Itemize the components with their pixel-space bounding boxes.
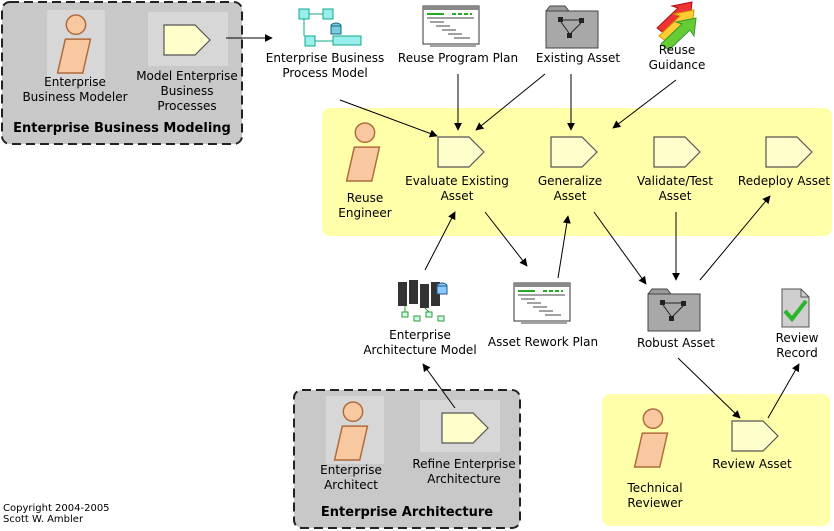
asset-rework-plan-label: Asset Rework Plan xyxy=(487,335,599,349)
enterprise-business-modeler-label: Enterprise Business Modeler xyxy=(22,75,128,104)
model-enterprise-business-processes-label: Model Enterprise Business Processes xyxy=(136,69,238,113)
enterprise-business-modeling-title: Enterprise Business Modeling xyxy=(13,121,231,136)
enterprise-business-process-model-label: Enterprise Business Process Model xyxy=(265,51,385,80)
enterprise-architect-label: Enterprise Architect xyxy=(320,463,382,492)
review-record-label: Review Record xyxy=(775,331,819,360)
flow-arrows xyxy=(226,34,800,419)
evaluate-existing-asset-label: Evaluate Existing Asset xyxy=(405,174,509,203)
process-model-icon xyxy=(298,8,362,47)
reuse-guidance-icon xyxy=(656,1,697,51)
copyright-notice: Copyright 2004-2005 Scott W. Ambler xyxy=(3,503,110,525)
reuse-program-plan-label: Reuse Program Plan xyxy=(397,51,519,65)
generalize-asset-label: Generalize Asset xyxy=(537,174,603,203)
architecture-model-icon xyxy=(398,280,448,322)
reuse-guidance-label: Reuse Guidance xyxy=(648,43,706,72)
validate-test-asset-label: Validate/Test Asset xyxy=(636,174,714,203)
refine-enterprise-architecture-label: Refine Enterprise Architecture xyxy=(412,457,516,486)
asset-rework-plan-icon xyxy=(513,282,571,324)
robust-asset-icon xyxy=(647,288,701,332)
existing-asset-label: Existing Asset xyxy=(535,51,621,65)
review-record-icon xyxy=(781,288,810,328)
reuse-engineer-label: Reuse Engineer xyxy=(338,191,392,220)
technical-reviewer-label: Technical Reviewer xyxy=(627,481,683,510)
existing-asset-icon xyxy=(545,5,599,49)
review-asset-label: Review Asset xyxy=(712,457,792,471)
enterprise-architecture-model-label: Enterprise Architecture Model xyxy=(363,328,477,357)
redeploy-asset-label: Redeploy Asset xyxy=(737,174,831,188)
robust-asset-label: Robust Asset xyxy=(637,336,715,350)
enterprise-architecture-title: Enterprise Architecture xyxy=(320,505,494,520)
reuse-program-plan-icon xyxy=(422,5,480,47)
